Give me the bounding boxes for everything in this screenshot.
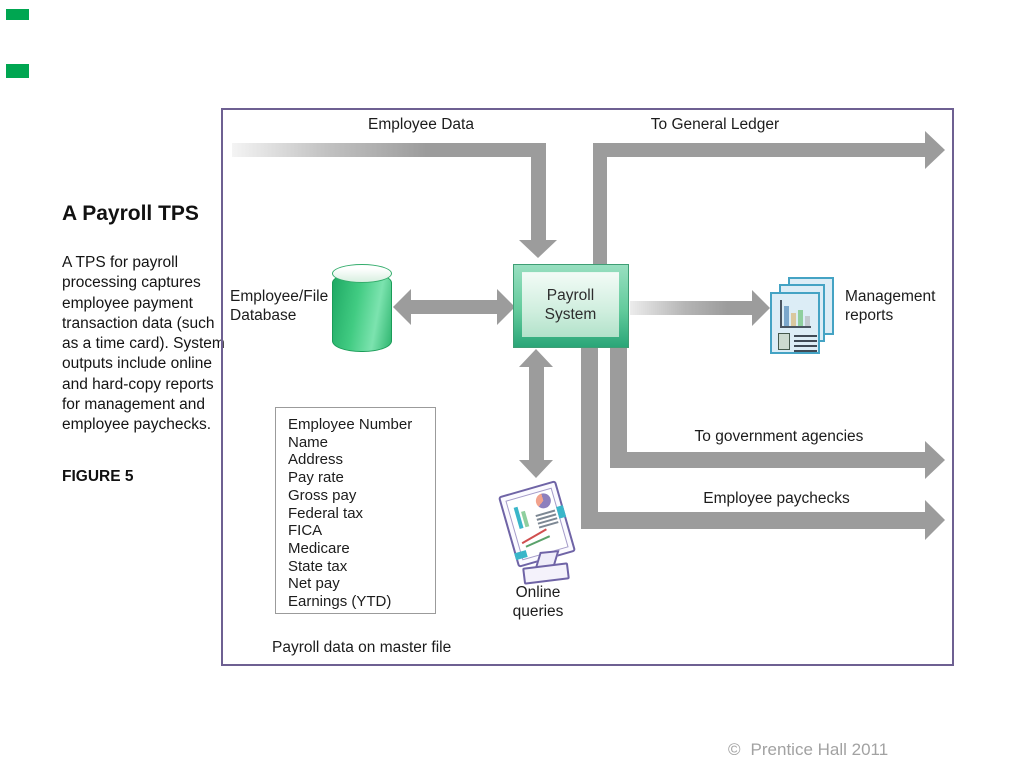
employee-data-label: Employee Data: [368, 116, 474, 133]
employee-data-flow-bar-vertical: [531, 143, 546, 241]
list-item: Name: [288, 433, 329, 451]
figure-label: FIGURE 5: [62, 468, 134, 485]
list-item: FICA: [288, 522, 323, 540]
paychecks-flow-bar-vertical: [581, 348, 598, 529]
list-item: Gross pay: [288, 486, 357, 504]
payroll-system-label-line2: System: [544, 306, 597, 323]
mini-pie-chart: [534, 491, 553, 511]
list-item: Pay rate: [288, 469, 344, 487]
payroll-system-face: Payroll System: [522, 272, 619, 337]
government-agencies-label: To government agencies: [694, 428, 864, 445]
list-item: Medicare: [288, 539, 350, 557]
arrow-right-icon: [752, 290, 770, 326]
employee-data-flow-bar: [232, 143, 546, 157]
list-item: employee payment: [62, 294, 193, 312]
list-item: A TPS for payroll: [62, 254, 179, 271]
government-flow-bar: [610, 452, 925, 468]
arrow-right-icon: [925, 131, 945, 169]
mini-text-line: [794, 345, 817, 347]
payroll-system-label-line1: Payroll: [546, 287, 595, 304]
monitor-stand-base: [522, 562, 570, 585]
list-item: Address: [288, 451, 344, 469]
database-label: Employee/File Database: [230, 288, 329, 324]
document-page-front: [770, 292, 820, 354]
mini-text-line: [794, 350, 817, 352]
list-item: for management and: [62, 396, 206, 414]
mini-chart-bar: [791, 313, 796, 326]
mini-chart-bar: [784, 306, 789, 326]
monitor-screen: [497, 480, 577, 568]
slide-title: A Payroll TPS: [62, 202, 199, 225]
list-item: Federal tax: [288, 504, 364, 522]
list-item: outputs include online: [62, 355, 212, 373]
reports-documents-icon: [770, 277, 840, 355]
list-item: State tax: [288, 557, 348, 575]
arrow-right-icon: [497, 289, 515, 325]
list-item: transaction data (such: [62, 314, 215, 332]
list-item: Earnings (YTD): [288, 593, 392, 611]
master-file-caption: Payroll data on master file: [272, 639, 452, 656]
green-marker-top: [6, 9, 29, 20]
arrow-right-icon: [925, 441, 945, 479]
mini-chart-bar: [798, 310, 803, 326]
online-queries-label: Online queries: [512, 584, 564, 620]
list-item: Net pay: [288, 575, 340, 593]
diagram-frame: [221, 108, 954, 666]
list-item: and hard-copy reports: [62, 375, 214, 393]
paychecks-flow-bar: [581, 512, 925, 529]
mini-image-placeholder: [778, 333, 790, 350]
list-item: processing captures: [62, 274, 201, 292]
list-item: as a time card). System: [62, 335, 225, 353]
arrow-left-icon: [393, 289, 411, 325]
employee-paychecks-label: Employee paychecks: [703, 490, 850, 507]
cylinder-top: [332, 264, 392, 283]
cylinder-body: [332, 272, 392, 352]
arrow-down-icon: [519, 460, 553, 478]
arrow-right-icon: [925, 500, 945, 540]
computer-monitor-icon: [497, 480, 583, 585]
general-ledger-flow-bar: [593, 143, 925, 157]
copyright-symbol: ©: [728, 740, 741, 759]
mini-chart-x-axis: [780, 326, 811, 328]
general-ledger-label: To General Ledger: [650, 116, 780, 133]
database-flow-bar: [411, 300, 497, 314]
general-ledger-flow-bar-vertical: [593, 143, 607, 265]
mini-chart-bar: [805, 316, 810, 326]
arrow-down-icon: [519, 240, 557, 258]
database-cylinder-icon: [332, 264, 392, 352]
reports-flow-bar: [630, 301, 752, 315]
slide-description: A TPS for payroll processing captures empl…: [62, 253, 225, 436]
management-reports-label: Management reports: [845, 288, 936, 324]
mini-text-line: [794, 340, 817, 342]
mini-chart-y-axis: [780, 300, 782, 327]
arrow-up-icon: [519, 349, 553, 367]
mini-text-line: [794, 335, 817, 337]
copyright-notice: © Prentice Hall 2011: [728, 740, 888, 760]
government-flow-bar-vertical: [610, 348, 627, 468]
list-item: employee paychecks.: [62, 416, 212, 434]
queries-flow-bar: [529, 366, 544, 460]
green-marker-bottom: [6, 64, 29, 78]
payroll-system-node: Payroll System: [513, 264, 629, 348]
copyright-text: Prentice Hall 2011: [750, 740, 889, 759]
list-item: Employee Number: [288, 416, 413, 433]
